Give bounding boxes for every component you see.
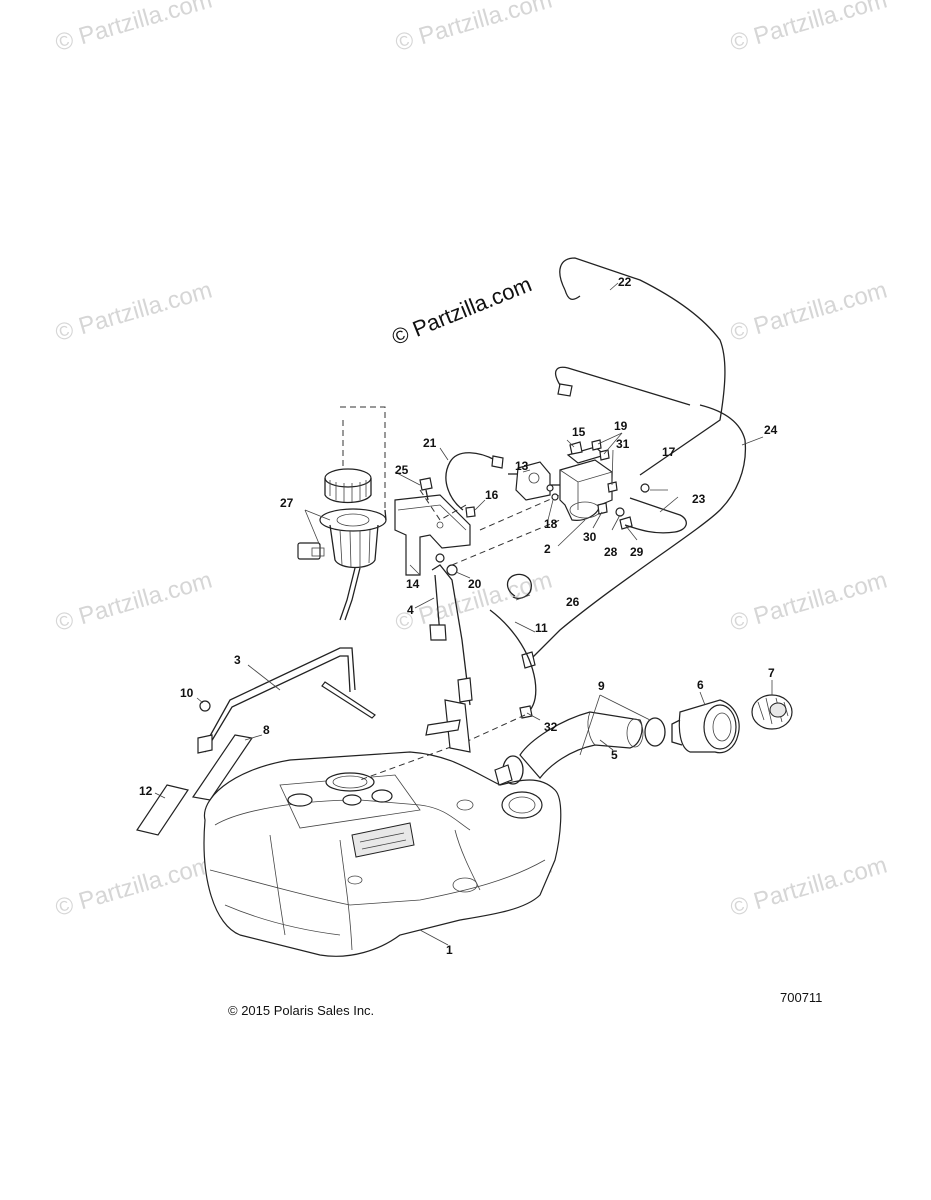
hose-part-11[interactable] <box>489 609 537 716</box>
callout-6[interactable]: 6 <box>697 678 704 692</box>
strap-part-3[interactable] <box>197 647 356 754</box>
callout-24[interactable]: 24 <box>764 423 778 437</box>
callout-8[interactable]: 8 <box>263 723 270 737</box>
fuel-tank-part-1[interactable] <box>203 751 562 957</box>
leader-lines <box>154 282 773 946</box>
callout-9[interactable]: 9 <box>598 679 605 693</box>
bolt-part-19[interactable] <box>591 439 610 461</box>
callout-7[interactable]: 7 <box>768 666 775 680</box>
callout-23[interactable]: 23 <box>692 492 706 506</box>
callout-12[interactable]: 12 <box>139 784 153 798</box>
bolt-part-10[interactable] <box>199 700 211 712</box>
hose-clamp-part-26[interactable] <box>506 573 532 599</box>
callout-32[interactable]: 32 <box>544 720 558 734</box>
hose-part-24[interactable] <box>529 404 747 661</box>
pad-part-8[interactable] <box>191 734 254 801</box>
callout-1[interactable]: 1 <box>446 943 453 957</box>
callout-11[interactable]: 11 <box>535 621 548 635</box>
fuel-pump-assembly-part-27[interactable] <box>297 406 387 621</box>
callout-13[interactable]: 13 <box>515 459 529 473</box>
callout-2[interactable]: 2 <box>544 542 551 556</box>
callout-25[interactable]: 25 <box>395 463 409 477</box>
callout-15[interactable]: 15 <box>572 425 586 439</box>
hose-part-22[interactable] <box>559 257 726 476</box>
bracket-part-14[interactable] <box>394 494 471 576</box>
copyright-text: © 2015 Polaris Sales Inc. <box>228 1003 375 1018</box>
callout-16[interactable]: 16 <box>485 488 499 502</box>
fuel-cap-part-7[interactable] <box>751 694 793 730</box>
callout-28[interactable]: 28 <box>604 545 618 559</box>
clamp-part-18[interactable] <box>551 493 559 501</box>
clip-part-28[interactable] <box>615 507 625 517</box>
callout-22[interactable]: 22 <box>618 275 632 289</box>
callout-21[interactable]: 21 <box>423 436 437 450</box>
bolt-part-25[interactable] <box>419 477 433 501</box>
callout-30[interactable]: 30 <box>583 530 597 544</box>
fitting-part-30[interactable] <box>597 502 608 515</box>
callout-19[interactable]: 19 <box>614 419 628 433</box>
callout-31[interactable]: 31 <box>616 437 630 451</box>
callout-14[interactable]: 14 <box>406 577 420 591</box>
callout-27[interactable]: 27 <box>280 496 294 510</box>
bolt-part-16[interactable] <box>465 506 476 518</box>
fitting-part-15[interactable] <box>569 441 583 455</box>
filler-neck-part-6[interactable] <box>671 699 740 754</box>
callout-3[interactable]: 3 <box>234 653 241 667</box>
filler-hose-part-5[interactable] <box>519 711 644 779</box>
diagram-id: 700711 <box>780 990 823 1005</box>
callout-17[interactable]: 17 <box>662 445 676 459</box>
callout-29[interactable]: 29 <box>630 545 644 559</box>
callout-18[interactable]: 18 <box>544 517 558 531</box>
callout-4[interactable]: 4 <box>407 603 414 617</box>
callout-10[interactable]: 10 <box>180 686 194 700</box>
hose-part-21[interactable] <box>445 452 496 511</box>
strap-part-4[interactable] <box>429 564 473 706</box>
callout-5[interactable]: 5 <box>611 748 618 762</box>
callout-26[interactable]: 26 <box>566 595 580 609</box>
clamp-part-17[interactable] <box>640 483 650 493</box>
hose-part-23[interactable] <box>624 497 687 534</box>
pad-part-12[interactable] <box>136 784 189 836</box>
callout-20[interactable]: 20 <box>468 577 482 591</box>
clamp-part-31[interactable] <box>607 481 618 493</box>
nut-part-20[interactable] <box>435 553 458 576</box>
